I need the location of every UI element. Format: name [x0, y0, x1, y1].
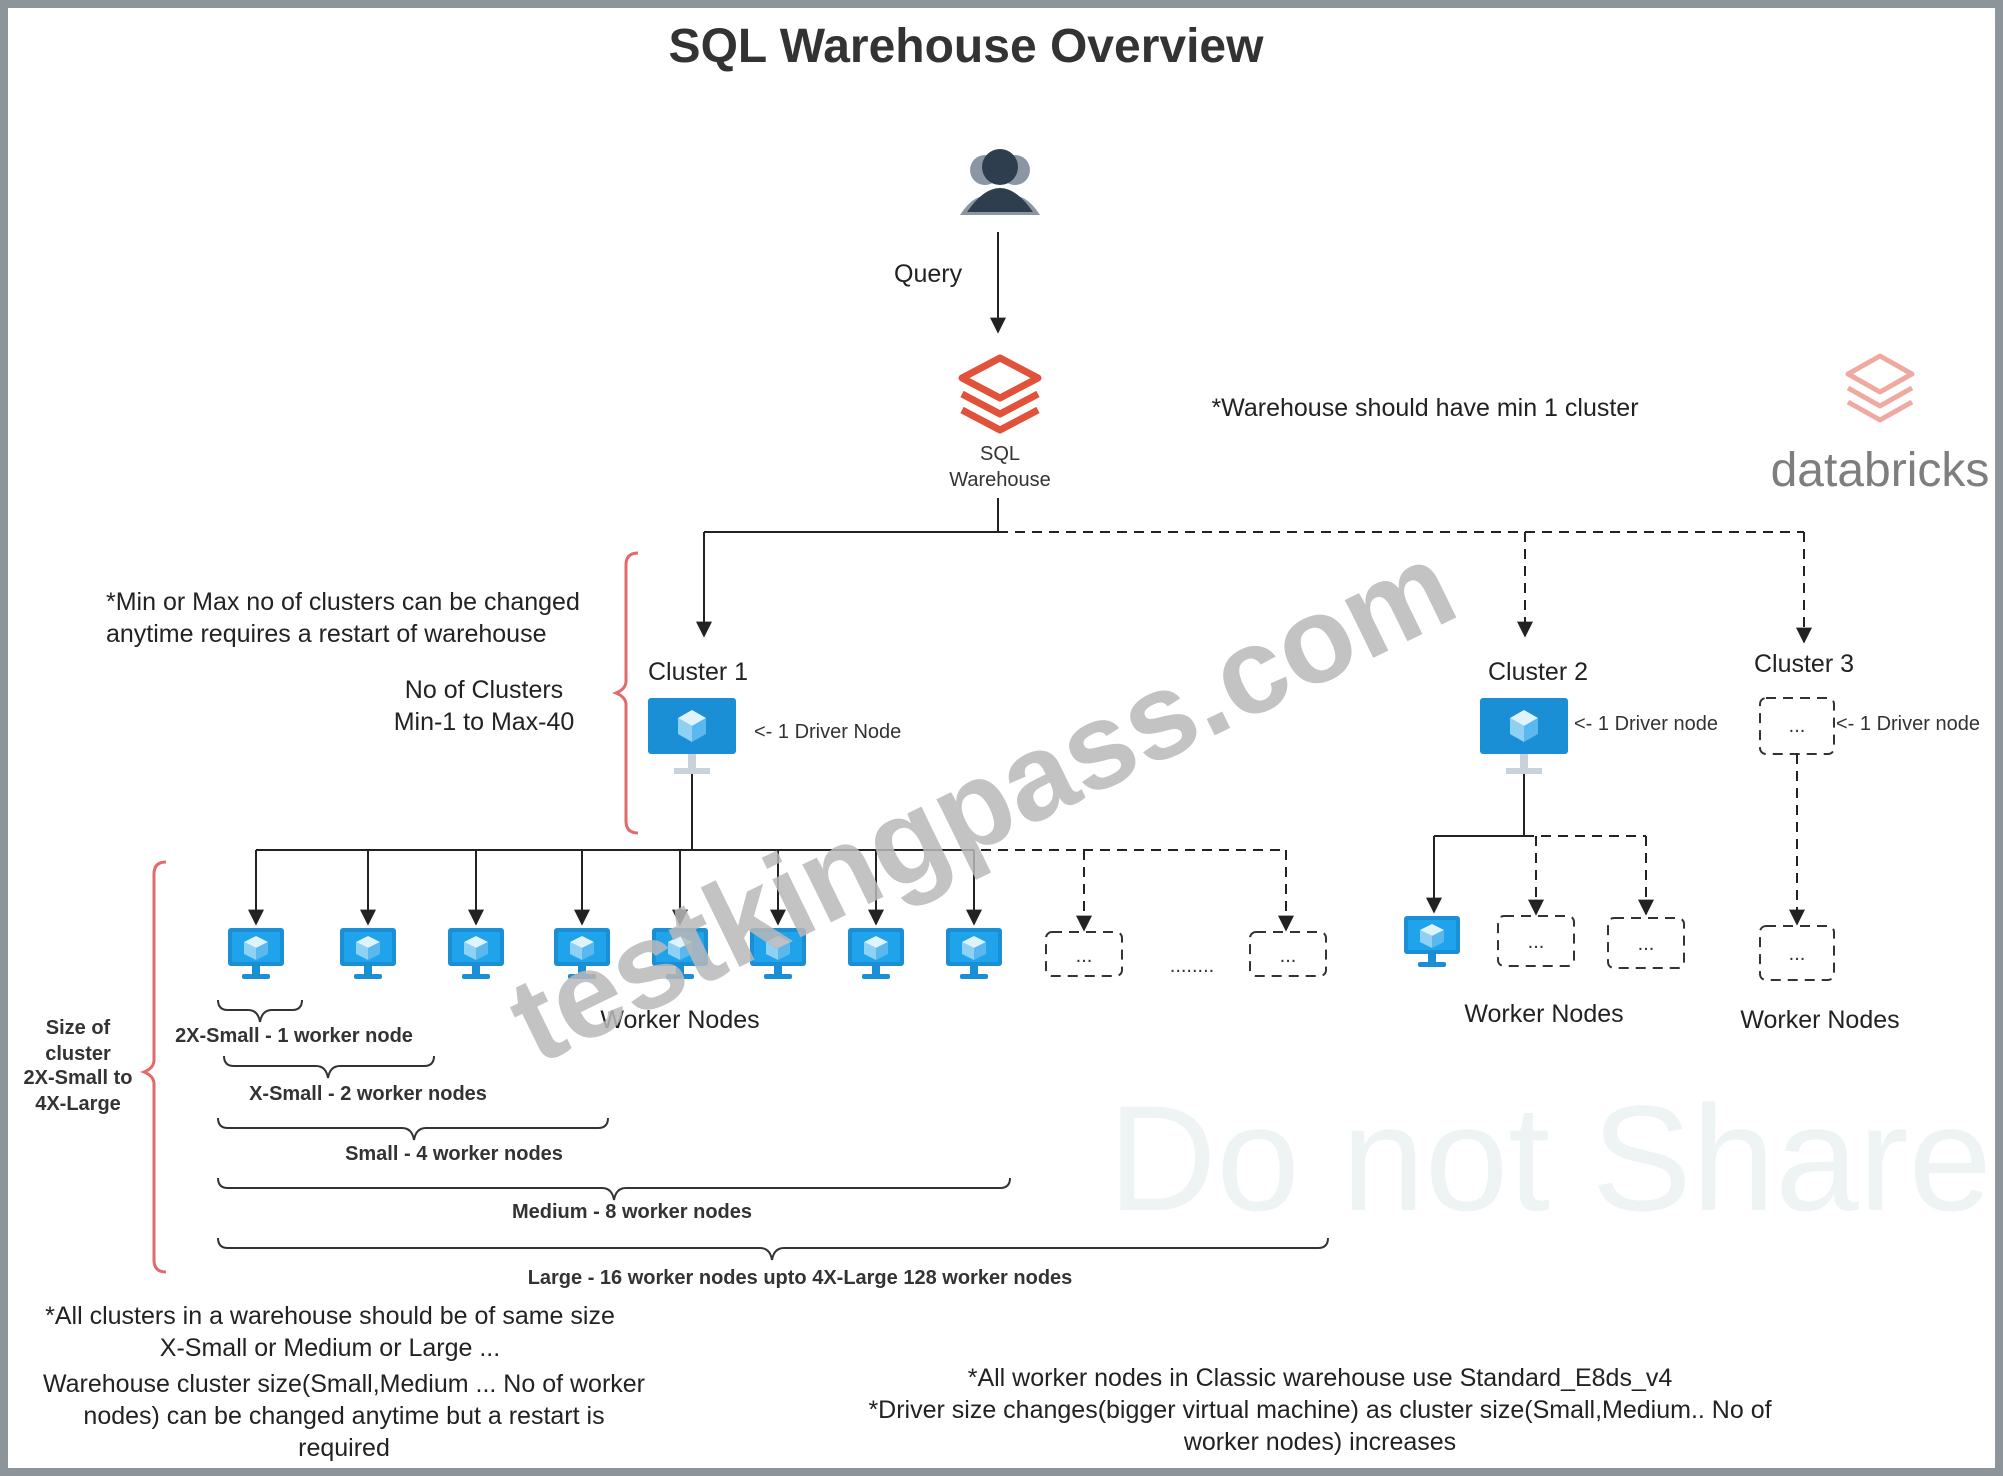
size-large: Large - 16 worker nodes upto 4X-Large 12… [528, 1267, 1073, 1289]
clusters-count-line2: Min-1 to Max-40 [394, 708, 575, 736]
svg-text:required: required [298, 1434, 390, 1462]
svg-text:cluster: cluster [45, 1043, 111, 1065]
svg-text:Warehouse cluster size(Small,M: Warehouse cluster size(Small,Medium ... … [43, 1370, 645, 1398]
note-same-size: *All clusters in a warehouse should be o… [45, 1302, 615, 1362]
cluster-2-workers-label: Worker Nodes [1464, 1000, 1623, 1028]
cluster-1-driver-label: <- 1 Driver Node [754, 721, 901, 743]
cluster-3-driver-label: <- 1 Driver node [1836, 713, 1980, 735]
note-min-cluster: *Warehouse should have min 1 cluster [1211, 394, 1638, 422]
svg-text:2X-Small to: 2X-Small to [24, 1067, 133, 1089]
note-minmax-line2: anytime requires a restart of warehouse [106, 620, 547, 648]
note-worker-vm: *All worker nodes in Classic warehouse u… [968, 1364, 1673, 1392]
cluster-2-driver-label: <- 1 Driver node [1574, 713, 1718, 735]
worker-node-placeholder: ... [1497, 915, 1575, 967]
more-nodes-dots: ........ [1170, 955, 1214, 977]
users-icon [960, 149, 1040, 215]
svg-text:4X-Large: 4X-Large [35, 1093, 121, 1115]
worker-node-placeholder: ... [1249, 931, 1327, 977]
size-x-small: X-Small - 2 worker nodes [249, 1083, 487, 1105]
page-frame [8, 8, 1995, 1468]
svg-text:...: ... [1528, 931, 1545, 953]
worker-node-placeholder: ... [1759, 925, 1835, 981]
worker-node-placeholder: ... [1045, 931, 1123, 977]
cluster-3-label: Cluster 3 [1754, 650, 1854, 678]
svg-text:...: ... [1789, 943, 1806, 965]
note-minmax-line1: *Min or Max no of clusters can be change… [106, 588, 580, 616]
size-small: Small - 4 worker nodes [345, 1143, 563, 1165]
size-label: Size of cluster 2X-Small to 4X-Large [24, 1017, 133, 1115]
svg-text:...: ... [1789, 715, 1806, 737]
cluster-2-driver-icon [1480, 698, 1568, 774]
warehouse-label-line2: Warehouse [949, 469, 1051, 491]
cluster-branch-lines [696, 498, 1812, 644]
cluster-1-driver-icon [648, 698, 736, 774]
svg-text:nodes) can be changed anytime: nodes) can be changed anytime but a rest… [83, 1402, 604, 1430]
cluster-1-worker-lines [248, 774, 1294, 932]
clusters-brace [611, 551, 639, 835]
worker-node-placeholder: ... [1607, 917, 1685, 969]
svg-text:worker nodes) increases: worker nodes) increases [1183, 1428, 1456, 1456]
note-resize: Warehouse cluster size(Small,Medium ... … [43, 1370, 645, 1462]
cluster-1-label: Cluster 1 [648, 658, 748, 686]
svg-text:...: ... [1280, 945, 1297, 967]
note-driver-size: *Driver size changes(bigger virtual mach… [868, 1396, 1771, 1456]
cluster-2-label: Cluster 2 [1488, 658, 1588, 686]
size-medium: Medium - 8 worker nodes [512, 1201, 752, 1223]
watermark-faint: Do not Share [1108, 1074, 1992, 1242]
clusters-count-line1: No of Clusters [405, 676, 563, 704]
sql-warehouse-icon [958, 354, 1042, 434]
cluster-3-workers-label: Worker Nodes [1740, 1006, 1899, 1034]
svg-text:...: ... [1076, 945, 1093, 967]
page-title: SQL Warehouse Overview [669, 20, 1265, 73]
cluster-1-workers-label: Worker Nodes [600, 1006, 759, 1034]
query-label: Query [894, 260, 963, 288]
databricks-brand-text: databricks [1771, 444, 1990, 497]
size-tier-braces [217, 999, 1329, 1261]
databricks-logo-icon [1845, 353, 1915, 423]
svg-text:...: ... [1638, 933, 1655, 955]
size-2x-small: 2X-Small - 1 worker node [175, 1025, 413, 1047]
cluster-2-worker-lines [1426, 774, 1654, 916]
svg-text:Size of: Size of [46, 1017, 111, 1039]
size-brace [139, 860, 167, 1274]
svg-text:X-Small or Medium or Large ...: X-Small or Medium or Large ... [160, 1334, 500, 1362]
warehouse-label-line1: SQL [980, 443, 1020, 465]
svg-text:*Driver size changes(bigger vi: *Driver size changes(bigger virtual mach… [868, 1396, 1771, 1424]
svg-text:*All clusters in a warehouse s: *All clusters in a warehouse should be o… [45, 1302, 615, 1330]
